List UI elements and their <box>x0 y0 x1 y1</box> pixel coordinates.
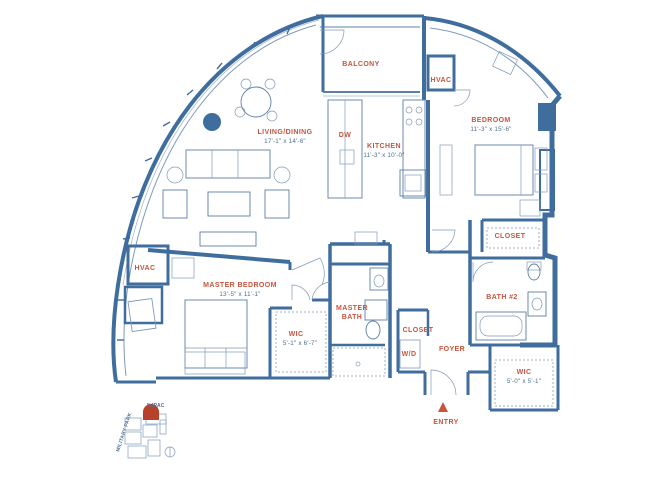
hvac-left-label: HVAC <box>135 265 156 272</box>
bath-fixtures <box>332 227 554 407</box>
dishwasher-label: DW <box>339 132 351 139</box>
master-bedroom-dimension: 13'-5" x 11'-1" <box>219 291 260 298</box>
foyer-label: FOYER <box>439 346 465 353</box>
bedroom-furniture <box>439 51 548 217</box>
master-bath-label-line-2: BATH <box>342 314 363 321</box>
master-furniture <box>171 257 327 375</box>
exterior-walls <box>111 14 562 412</box>
wic-second-dimension: 5'-0" x 5'-1" <box>507 378 541 385</box>
living-dining-dimension: 17'-1" x 14'-6" <box>264 138 306 145</box>
kitchen-dimension: 11'-3" x 10'-0" <box>363 152 404 159</box>
kitchen-label: KITCHEN <box>367 143 401 150</box>
key-highlight-unit <box>143 404 159 420</box>
wic-master-label: WIC <box>289 331 304 338</box>
living-dining-label: LIVING/DINING <box>258 129 313 136</box>
bedroom-label: BEDROOM <box>471 117 510 124</box>
hvac-top-label: HVAC <box>431 77 452 84</box>
key-plan-njpac-label: NJPAC <box>147 403 165 409</box>
entry-label: ENTRY <box>433 419 458 426</box>
master-bedroom-label: MASTER BEDROOM <box>203 282 277 289</box>
kitchen-fixtures <box>327 99 427 199</box>
closet-foyer-label: CLOSET <box>403 327 434 334</box>
washer-dryer-label: W/D <box>402 351 417 358</box>
balcony-label: BALCONY <box>342 61 379 68</box>
bedroom-dimension: 11'-3" x 15'-6" <box>470 126 511 133</box>
closet-bedroom-label: CLOSET <box>495 233 526 240</box>
living-furniture <box>162 78 291 247</box>
wic-second-label: WIC <box>517 369 532 376</box>
wic-master-dimension: 5'-1" x 6'-7" <box>283 340 317 347</box>
entry-arrow-icon <box>438 402 448 412</box>
bath-2-label: BATH #2 <box>486 294 517 301</box>
master-bath-label-line-1: MASTER <box>336 305 368 312</box>
key-plan: NJPAC MILITARY PARK <box>115 403 176 459</box>
